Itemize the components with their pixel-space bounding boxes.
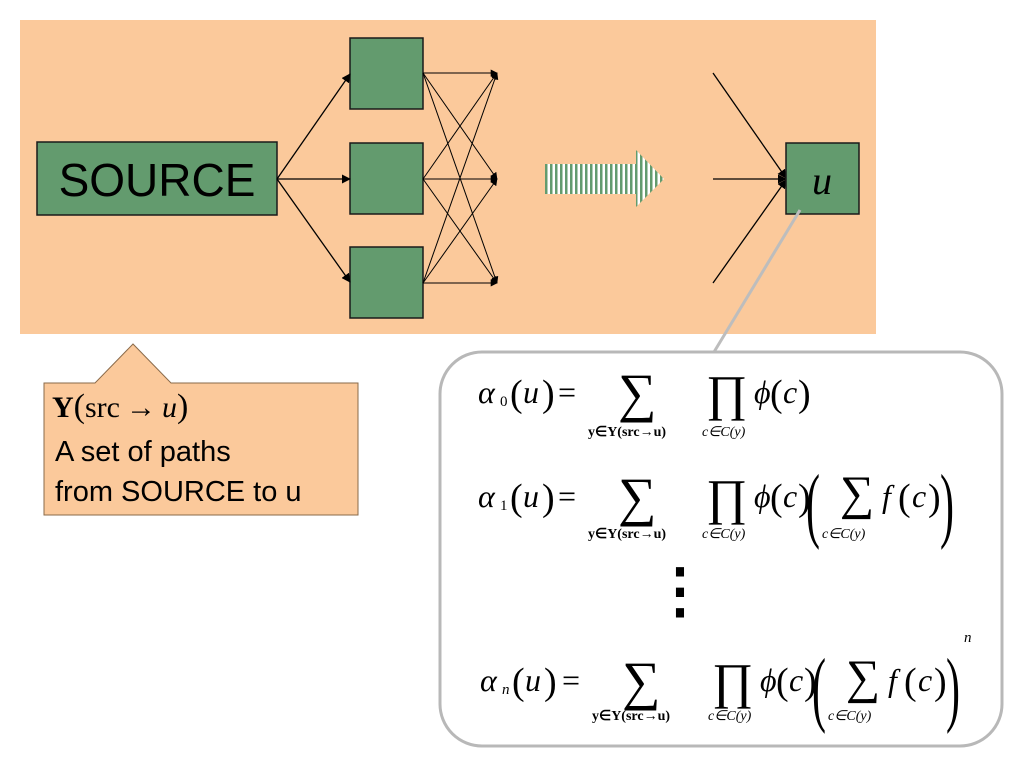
formula-connector [712, 209, 802, 353]
callout-math-src: src [85, 391, 120, 424]
target-node [785, 142, 860, 215]
middle-node-bottom [349, 246, 424, 319]
formula-alpha-1: α 1 ( u ) = ∑ y∈Y(src→u) ∏ c∈C(y) ϕ ( c … [478, 458, 954, 551]
progression-arrow [545, 150, 664, 207]
target-edges [712, 72, 787, 284]
callout-line-1: A set of paths [55, 436, 231, 468]
callout-line-2: from SOURCE to u [55, 476, 302, 508]
fanout-edges [422, 69, 499, 287]
source-node [36, 141, 278, 216]
formula-alpha-0: α 0 ( u ) = ∑ y∈Y(src→u) ∏ c∈C(y) ϕ ( c … [478, 363, 811, 440]
callout-math-u: u [161, 391, 177, 424]
formula-box [438, 350, 1004, 748]
callout-box [43, 343, 359, 516]
middle-node-top [349, 37, 424, 110]
ellipsis-dots: ⋮ [650, 558, 710, 624]
source-edges [276, 73, 351, 283]
target-label: u [812, 158, 832, 203]
callout-math: Y(src→u) [52, 388, 189, 425]
middle-node-center [349, 142, 424, 215]
callout-math-arrow: → [125, 391, 156, 424]
source-label: SOURCE [59, 154, 256, 206]
formula-alpha-n: α n ( u ) = ∑ y∈Y(src→u) ∏ c∈C(y) ϕ ( c … [480, 630, 972, 735]
callout-math-Y: Y [52, 391, 74, 424]
